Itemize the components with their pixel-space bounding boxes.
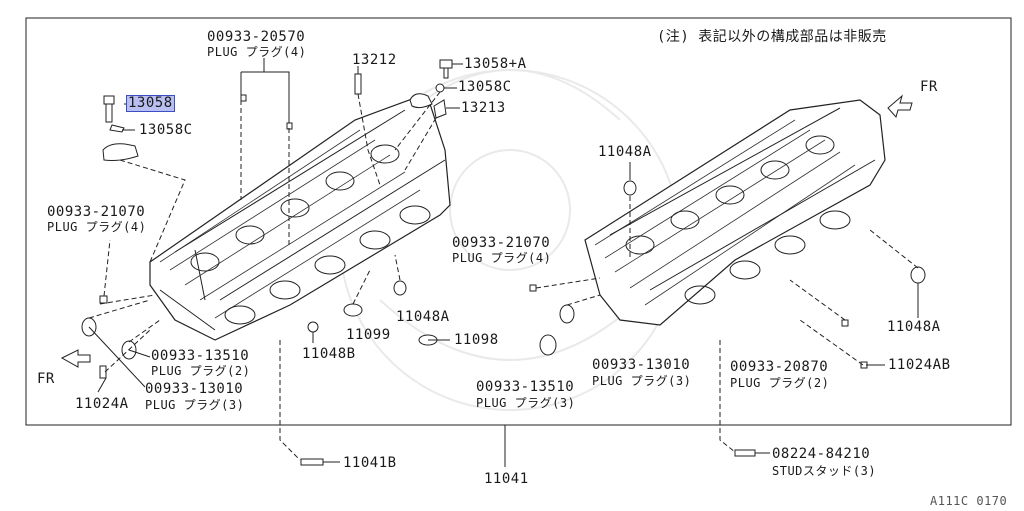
part-00933-21070-right-desc: PLUG プラグ(4) — [452, 251, 552, 265]
part-11048a-right-number[interactable]: 11048A — [887, 319, 941, 335]
part-13058-plus-a-number[interactable]: 13058+A — [464, 56, 527, 72]
sleeve-13213-icon — [433, 99, 447, 119]
part-11098-number[interactable]: 11098 — [454, 332, 499, 348]
bolt-13058-icon — [103, 95, 115, 123]
fr-label-right: FR — [920, 79, 938, 95]
part-11099-number[interactable]: 11099 — [346, 327, 391, 343]
stud-11041b-icon — [300, 458, 324, 466]
part-00933-13510-left-desc: PLUG プラグ(2) — [151, 364, 251, 378]
seal-11099-icon — [343, 303, 363, 317]
washer-13058c-right-icon — [435, 83, 445, 93]
part-11048b-number[interactable]: 11048B — [302, 346, 356, 362]
stud-08224-84210-icon — [734, 449, 756, 457]
seal-11048a-top-icon — [623, 180, 637, 196]
cylinder-head-left — [149, 95, 451, 341]
part-00933-21070-left-number[interactable]: 00933-21070 — [47, 204, 146, 220]
part-11041-number[interactable]: 11041 — [484, 471, 529, 487]
part-11048a-top-number[interactable]: 11048A — [598, 144, 652, 160]
part-00933-21070-left-desc: PLUG プラグ(4) — [47, 220, 147, 234]
part-13058-number-highlighted[interactable]: 13058 — [126, 95, 175, 112]
part-11048a-mid-number[interactable]: 11048A — [396, 309, 450, 325]
part-00933-20870-desc: PLUG プラグ(2) — [730, 376, 830, 390]
bracket-13213-icon — [409, 93, 433, 109]
cam-bracket-icon — [102, 143, 139, 161]
seal-11048a-right-icon — [910, 266, 926, 284]
plug-20570-a-icon — [240, 94, 247, 102]
bolt-13058a-icon — [439, 59, 453, 79]
diagram-frame — [25, 17, 1012, 426]
part-00933-21070-right-number[interactable]: 00933-21070 — [452, 235, 551, 251]
part-13212-number[interactable]: 13212 — [352, 52, 397, 68]
leader-lines — [88, 58, 919, 467]
cylinder-head-right — [584, 99, 886, 326]
pin-13212-icon — [354, 73, 362, 95]
plug-13510-right-icon — [539, 334, 557, 356]
part-08224-84210-number[interactable]: 08224-84210 — [772, 446, 871, 462]
part-13213-number[interactable]: 13213 — [461, 100, 506, 116]
dashed-leaders — [88, 91, 919, 461]
part-00933-20570-desc: PLUG プラグ(4) — [207, 45, 307, 59]
part-13058c-left-number[interactable]: 13058C — [139, 122, 193, 138]
part-00933-13010-left-desc: PLUG プラグ(3) — [145, 398, 245, 412]
part-00933-13510-right-desc: PLUG プラグ(3) — [476, 396, 576, 410]
part-13058c-right-number[interactable]: 13058C — [458, 79, 512, 95]
diagram-code: A111C 0170 — [930, 494, 1008, 508]
fr-label-left: FR — [37, 371, 55, 387]
part-08224-84210-desc: STUDスタッド(3) — [772, 464, 877, 478]
part-00933-13510-right-number[interactable]: 00933-13510 — [476, 379, 575, 395]
part-00933-20570-number[interactable]: 00933-20570 — [207, 29, 306, 45]
part-00933-13010-left-number[interactable]: 00933-13010 — [145, 381, 244, 397]
part-11024a-number[interactable]: 11024A — [75, 396, 129, 412]
part-00933-20870-number[interactable]: 00933-20870 — [730, 359, 829, 375]
nut-11048b-icon — [307, 321, 319, 333]
part-11041b-number[interactable]: 11041B — [343, 455, 397, 471]
fr-arrow-right-icon — [887, 94, 913, 119]
plug-21070-right-icon — [529, 284, 537, 292]
fr-arrow-left-icon — [60, 349, 91, 368]
plug-20870-icon — [841, 319, 849, 327]
part-00933-13010-right-desc: PLUG プラグ(3) — [592, 374, 692, 388]
part-00933-13510-left-number[interactable]: 00933-13510 — [151, 348, 250, 364]
part-11024ab-number[interactable]: 11024AB — [888, 357, 951, 373]
part-00933-13010-right-number[interactable]: 00933-13010 — [592, 357, 691, 373]
stud-11024a-icon — [99, 365, 107, 379]
plug-21070-left-icon — [99, 295, 108, 304]
non-sale-note: (注) 表記以外の構成部品は非販売 — [657, 29, 887, 45]
washer-13058c-icon — [109, 124, 125, 133]
plug-13010-right-icon — [559, 304, 575, 324]
seal-11048a-mid-icon — [393, 280, 407, 296]
